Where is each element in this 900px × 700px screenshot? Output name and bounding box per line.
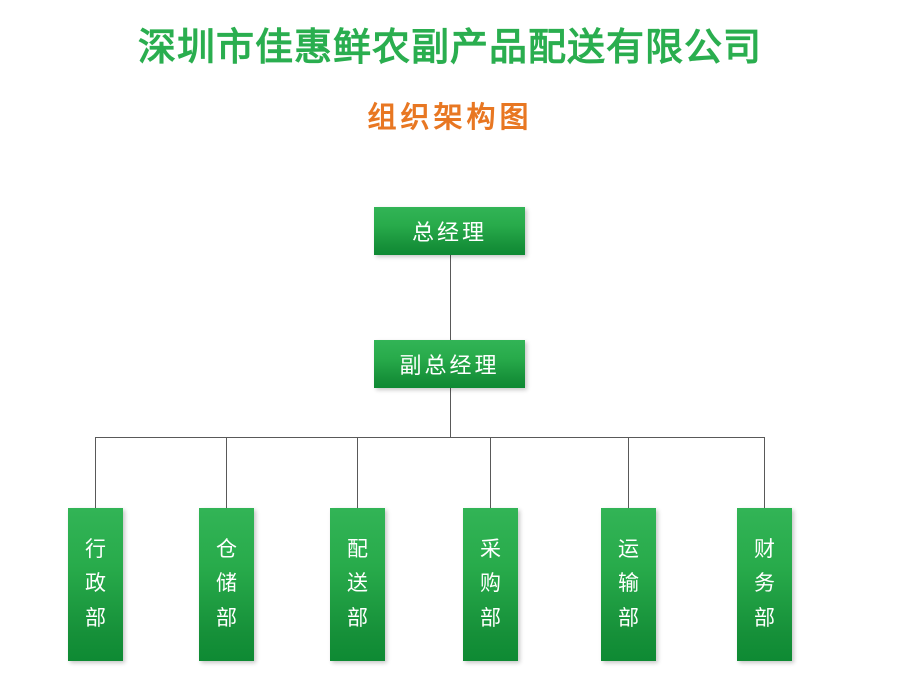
chart-subtitle: 组织架构图 bbox=[367, 102, 533, 134]
node-general-manager-label: 总经理 bbox=[411, 220, 487, 245]
node-department-transportation[interactable]: 运 输 部 bbox=[601, 508, 656, 661]
node-department-transportation-label: 运 输 部 bbox=[618, 538, 639, 630]
node-department-purchasing[interactable]: 采 购 部 bbox=[463, 508, 518, 661]
node-department-finance-label: 财 务 部 bbox=[754, 538, 775, 630]
connector-drop-dep6 bbox=[764, 437, 765, 508]
connector-deputy-to-bus bbox=[450, 388, 451, 437]
connector-gm-to-deputy bbox=[450, 255, 451, 340]
node-department-delivery-label: 配 送 部 bbox=[347, 538, 368, 630]
node-general-manager[interactable]: 总经理 bbox=[374, 207, 525, 255]
node-deputy-general-manager[interactable]: 副总经理 bbox=[374, 340, 525, 388]
connector-drop-dep3 bbox=[357, 437, 358, 508]
node-department-administration-label: 行 政 部 bbox=[85, 538, 106, 630]
node-department-warehousing-label: 仓 储 部 bbox=[216, 538, 237, 630]
connector-drop-dep1 bbox=[95, 437, 96, 508]
node-department-purchasing-label: 采 购 部 bbox=[480, 538, 501, 630]
node-department-warehousing[interactable]: 仓 储 部 bbox=[199, 508, 254, 661]
node-department-finance[interactable]: 财 务 部 bbox=[737, 508, 792, 661]
connector-drop-dep2 bbox=[226, 437, 227, 508]
node-department-delivery[interactable]: 配 送 部 bbox=[330, 508, 385, 661]
node-department-administration[interactable]: 行 政 部 bbox=[68, 508, 123, 661]
connector-drop-dep4 bbox=[490, 437, 491, 508]
connector-drop-dep5 bbox=[628, 437, 629, 508]
company-title: 深圳市佳惠鲜农副产品配送有限公司 bbox=[137, 27, 762, 69]
node-deputy-general-manager-label: 副总经理 bbox=[399, 353, 500, 378]
connector-horizontal-bus bbox=[95, 437, 764, 438]
